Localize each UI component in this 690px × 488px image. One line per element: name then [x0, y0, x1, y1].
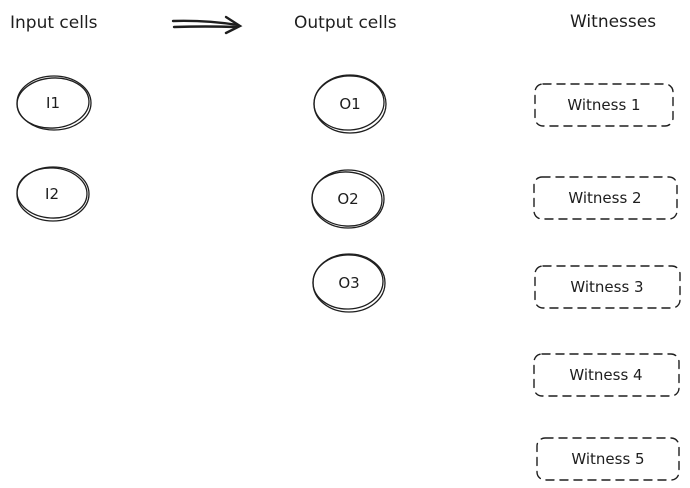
- output-cell-label: O3: [338, 274, 359, 292]
- witness-label: Witness 1: [567, 96, 640, 114]
- witness-label: Witness 2: [568, 189, 641, 207]
- output-cells-header: Output cells: [294, 13, 397, 33]
- input-cell-label: I2: [45, 185, 59, 203]
- witness-box-3: Witness 3: [534, 265, 681, 309]
- output-cell-o3: O3: [312, 253, 386, 313]
- witness-box-4: Witness 4: [533, 353, 680, 397]
- input-cell-i1: I1: [16, 75, 92, 131]
- witnesses-header: Witnesses: [570, 12, 656, 32]
- witness-label: Witness 3: [570, 278, 643, 296]
- arrow-right-icon: [171, 15, 243, 35]
- output-cell-label: O1: [339, 95, 360, 113]
- witness-box-2: Witness 2: [533, 176, 678, 220]
- input-cell-label: I1: [46, 94, 60, 112]
- input-cell-i2: I2: [16, 166, 90, 222]
- witness-label: Witness 5: [571, 450, 644, 468]
- output-cell-o1: O1: [313, 74, 387, 134]
- witness-box-1: Witness 1: [534, 83, 674, 127]
- witness-label: Witness 4: [569, 366, 642, 384]
- input-cells-header: Input cells: [10, 13, 98, 33]
- output-cell-label: O2: [337, 190, 358, 208]
- output-cell-o2: O2: [311, 169, 385, 229]
- witness-box-5: Witness 5: [536, 437, 680, 481]
